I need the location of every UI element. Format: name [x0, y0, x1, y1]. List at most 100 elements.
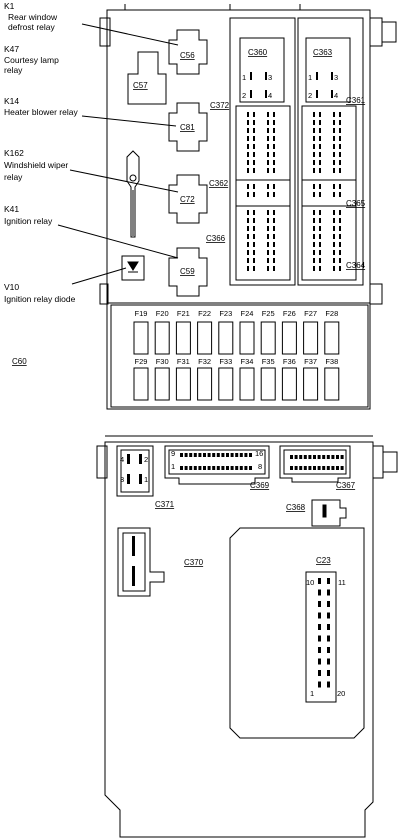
- header-pin: [265, 90, 267, 98]
- connector-pin: [247, 210, 249, 215]
- connector-c367-body: [279, 445, 351, 483]
- c371-pin: [127, 454, 130, 464]
- connector-pin: [333, 160, 335, 165]
- leader-k41: [57, 224, 179, 259]
- connector-c364-label: C364: [346, 261, 366, 270]
- connector-pin: [267, 112, 269, 117]
- connector-c360-header: [239, 37, 285, 103]
- c371-pin: [139, 454, 142, 464]
- header-pin: [250, 90, 252, 98]
- c369-pin: [216, 453, 220, 457]
- fuse-slot: [133, 321, 149, 355]
- leader-v10: [71, 267, 127, 285]
- c369-pin: [198, 466, 202, 470]
- fuse-label: F32: [198, 357, 211, 366]
- c371-pin-4: 4: [120, 455, 124, 464]
- c363-pin-4: 4: [334, 91, 338, 100]
- c369-pin: [180, 453, 183, 457]
- c23-pin: [318, 612, 321, 619]
- connector-c372-body: [235, 105, 291, 181]
- connector-pin: [339, 160, 341, 165]
- connector-c368-label: C368: [286, 503, 306, 512]
- connector-pin: [339, 250, 341, 255]
- c23-pin: [327, 681, 330, 688]
- connector-pin: [339, 128, 341, 133]
- connector-pin: [313, 160, 315, 165]
- c369-pin: [244, 466, 248, 470]
- fuse-label: F19: [135, 309, 148, 318]
- connector-pin: [313, 218, 315, 223]
- c367-pin: [336, 466, 339, 470]
- connector-pin: [319, 136, 321, 141]
- comp-k14-name: Heater blower relay: [4, 107, 78, 117]
- connector-c369-label: C369: [250, 481, 270, 490]
- connector-pin: [339, 120, 341, 125]
- connector-pin: [319, 112, 321, 117]
- connector-pin: [313, 258, 315, 263]
- connector-pin: [339, 258, 341, 263]
- connector-c23-body: [229, 527, 365, 739]
- connector-pin: [247, 258, 249, 263]
- header-pin: [331, 72, 333, 80]
- fuse-label: F29: [135, 357, 148, 366]
- fuse-label: F33: [219, 357, 232, 366]
- connector-pin: [253, 258, 255, 263]
- connector-pin: [333, 168, 335, 173]
- c23-pin: [318, 624, 321, 630]
- connector-pin: [313, 184, 315, 189]
- connector-pin: [273, 144, 275, 149]
- fuse-label: F31: [177, 357, 190, 366]
- connector-c367-label: C367: [336, 481, 356, 490]
- header-pin: [250, 72, 252, 80]
- relay-c56-label: C56: [180, 51, 195, 60]
- connector-c365-label: C365: [346, 199, 366, 208]
- connector-pin: [267, 120, 269, 125]
- connector-pin: [339, 218, 341, 223]
- connector-pin: [313, 120, 315, 125]
- connector-pin: [273, 234, 275, 239]
- connector-c370-label: C370: [184, 558, 204, 567]
- c367-pin: [299, 466, 303, 470]
- connector-pin: [313, 192, 315, 197]
- c369-pin: [184, 453, 188, 457]
- top-tab-right: [369, 17, 383, 47]
- connector-pin: [247, 218, 249, 223]
- connector-pin: [247, 152, 249, 157]
- relay-socket-c57: [127, 51, 167, 105]
- connector-c361-body: [301, 105, 357, 181]
- fuse-label: F37: [304, 357, 317, 366]
- c367-pin: [299, 455, 303, 459]
- connector-c366-label: C366: [206, 234, 226, 243]
- connector-c361-label: C361: [346, 96, 366, 105]
- connector-block-right: [297, 17, 364, 286]
- connector-pin: [247, 184, 249, 189]
- connector-pin: [313, 144, 315, 149]
- connector-pin: [333, 184, 335, 189]
- connector-pin: [267, 128, 269, 133]
- connector-pin: [253, 242, 255, 247]
- connector-pin: [267, 192, 269, 197]
- connector-pin: [253, 266, 255, 271]
- c369-pin: [203, 453, 206, 457]
- c369-pin: [221, 466, 225, 470]
- upper-panel-outline: [106, 9, 371, 410]
- connector-c23-label: C23: [316, 556, 331, 565]
- connector-c362-label: C362: [209, 179, 229, 188]
- c23-pin: [327, 624, 330, 630]
- c369-pin: [193, 453, 197, 457]
- relay-socket-c59: [168, 247, 208, 297]
- connector-block-left: [229, 17, 296, 286]
- connector-pin: [267, 242, 269, 247]
- c369-pin-8: 8: [258, 462, 262, 471]
- fuse-label: F21: [177, 309, 190, 318]
- connector-pin: [339, 210, 341, 215]
- connector-c372-label: C372: [210, 101, 230, 110]
- connector-c371-body: [116, 445, 154, 497]
- fuse-slot: [324, 367, 340, 401]
- connector-pin: [313, 210, 315, 215]
- relay-c59-label: C59: [180, 267, 195, 276]
- connector-pin: [253, 250, 255, 255]
- connector-pin: [273, 168, 275, 173]
